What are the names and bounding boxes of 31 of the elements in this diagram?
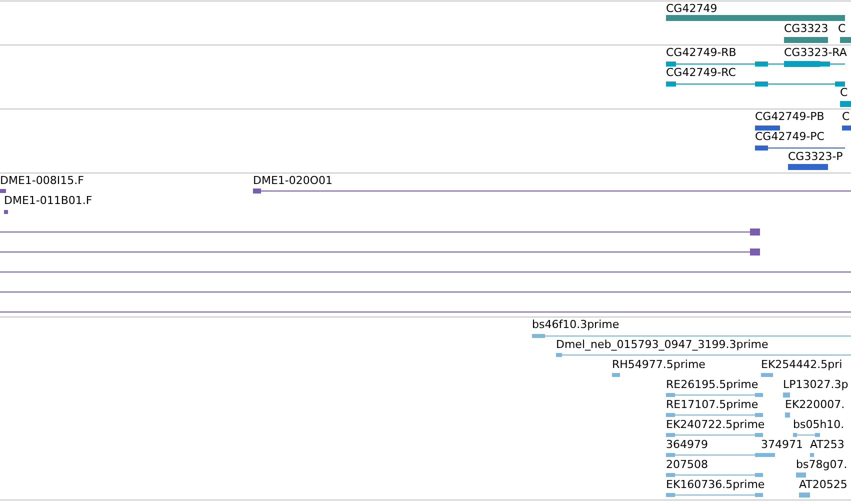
feature-label: 374971	[761, 438, 803, 451]
feature-label: LP13027.3p	[783, 378, 848, 391]
feature-label: bs46f10.3prime	[532, 318, 620, 331]
feature-label: CG42749-PB	[755, 110, 824, 123]
feature-label: C	[842, 110, 850, 123]
feature-label: CG42749-RB	[666, 46, 736, 59]
feature-label: CG3323	[784, 22, 828, 35]
feature-label: AT20525	[799, 478, 848, 491]
feature-label: CG3323-RA	[784, 46, 847, 59]
feature-label: RE26195.5prime	[666, 378, 758, 391]
feature-label: DME1-011B01.F	[4, 194, 92, 207]
feature-label: DME1-008I15.F	[0, 174, 84, 187]
feature-label: Dmel_neb_015793_0947_3199.3prime	[556, 338, 768, 351]
feature-label: C	[838, 22, 846, 35]
feature-label: DME1-020O01	[253, 174, 333, 187]
feature-label: CG3323-P	[788, 150, 843, 163]
feature-label: 364979	[666, 438, 708, 451]
feature-label: RH54977.5prime	[612, 358, 706, 371]
feature-label: EK160736.5prime	[666, 478, 765, 491]
feature-label: bs05h10.	[793, 418, 844, 431]
feature-label: CG42749-PC	[755, 130, 824, 143]
feature-label: bs78g07.	[796, 458, 848, 471]
feature-label: EK254442.5pri	[761, 358, 842, 371]
feature-label: 207508	[666, 458, 708, 471]
feature-label: EK220007.	[785, 398, 845, 411]
feature-label: EK240722.5prime	[666, 418, 765, 431]
feature-label: CG42749	[666, 2, 718, 15]
feature-label: RE17107.5prime	[666, 398, 758, 411]
feature-label: AT253	[810, 438, 844, 451]
feature-label: C	[840, 86, 848, 99]
feature-label: CG42749-RC	[666, 66, 736, 79]
